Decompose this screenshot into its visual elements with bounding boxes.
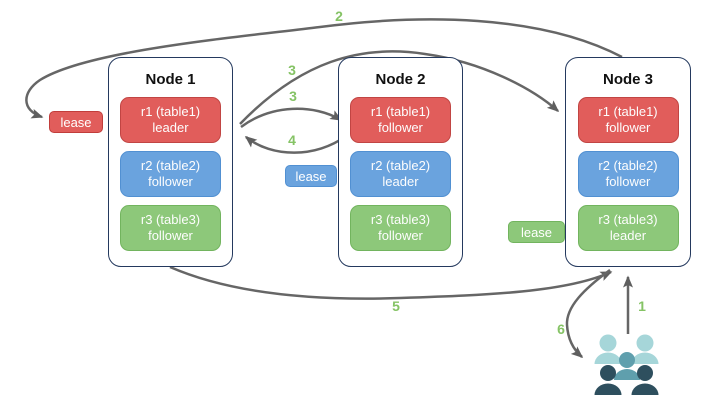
node-3: Node 3 r1 (table1) follower r2 (table2) … [565,57,691,267]
node3-replica-r2: r2 (table2) follower [577,151,679,197]
lease-badge-red: lease [49,111,103,133]
replica-role: follower [605,120,651,135]
node2-replica-r1: r1 (table1) follower [350,97,451,143]
users-icon [594,334,659,395]
lease-badge-green: lease [508,221,565,243]
node-2-title: Node 2 [375,71,426,88]
step-label-3b: 3 [289,88,297,104]
node2-replica-r2: r2 (table2) leader [350,151,451,197]
node1-replica-r3: r3 (table3) follower [120,205,221,251]
replica-label: r3 (table3) [598,212,658,227]
replica-label: r3 (table3) [140,212,201,227]
replica-role: leader [609,228,647,243]
replica-label: r2 (table2) [598,158,658,173]
replica-label: r1 (table1) [140,104,201,119]
replica-role: leader [152,120,189,135]
lease-badge-blue: lease [285,165,337,187]
replica-label: r2 (table2) [140,158,201,173]
node-1-title: Node 1 [145,71,196,88]
replica-label: r2 (table2) [370,158,431,173]
node3-replica-r3: r3 (table3) leader [577,205,679,251]
replica-role: follower [378,120,423,135]
step-label-4: 4 [288,132,296,148]
replica-label: r1 (table1) [598,104,658,119]
step-label-5: 5 [392,298,400,314]
replica-role: follower [148,174,193,189]
replica-role: follower [605,174,651,189]
replica-label: r1 (table1) [370,104,431,119]
node-2: Node 2 r1 (table1) follower r2 (table2) … [338,57,463,267]
replica-role: follower [148,228,193,243]
node-3-title: Node 3 [602,71,653,88]
node2-replica-r3: r3 (table3) follower [350,205,451,251]
replica-label: r3 (table3) [370,212,431,227]
step-label-3a: 3 [288,62,296,78]
step-label-1: 1 [638,298,646,314]
arrow-5-node1-to-node3 [169,265,613,300]
step-label-6: 6 [557,321,565,337]
node1-replica-r2: r2 (table2) follower [120,151,221,197]
node3-replica-r1: r1 (table1) follower [577,97,679,143]
step-label-2: 2 [335,8,343,24]
node-1: Node 1 r1 (table1) leader r2 (table2) fo… [108,57,233,267]
arrow-3-node1-to-node2 [240,107,343,129]
node1-replica-r1: r1 (table1) leader [120,97,221,143]
replica-role: leader [382,174,419,189]
replica-role: follower [378,228,423,243]
